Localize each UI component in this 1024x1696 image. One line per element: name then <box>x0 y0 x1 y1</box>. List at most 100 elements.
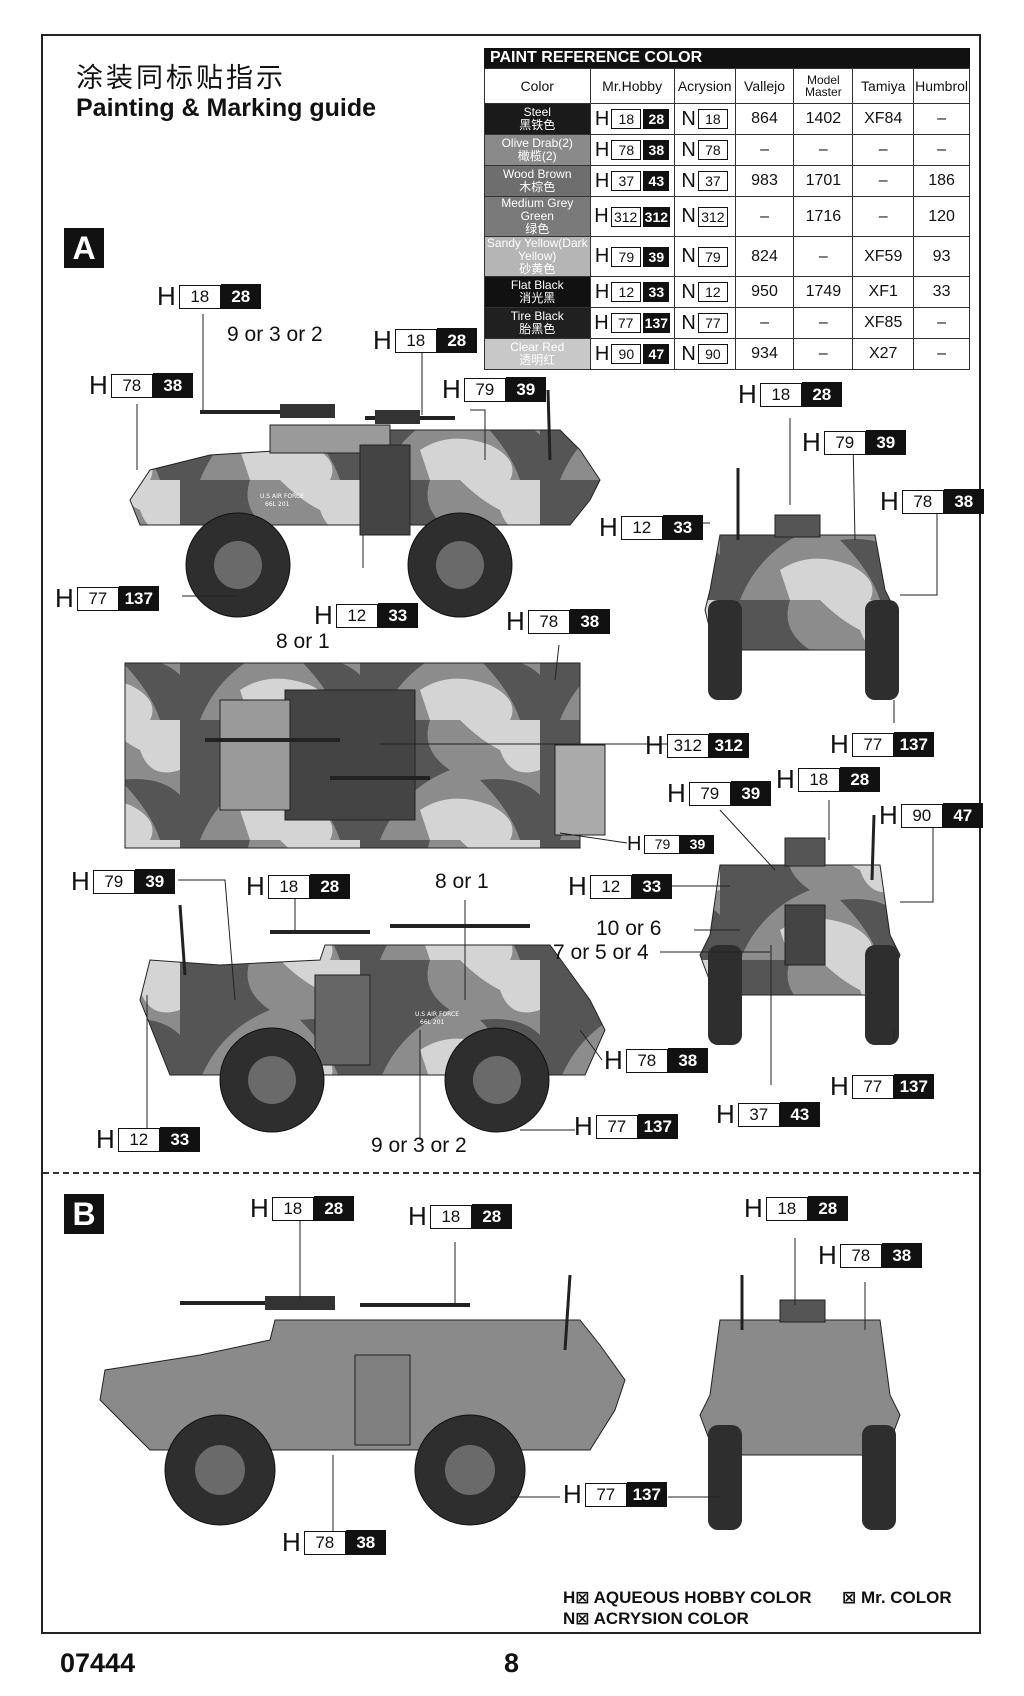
col-modelmaster: Model Master <box>793 68 854 104</box>
title-chinese: 涂装同标贴指示 <box>76 63 286 94</box>
legend-h-box-icon: ⊠ <box>575 1588 590 1607</box>
legend-aqueous: H⊠ AQUEOUS HOBBY COLOR <box>563 1588 812 1607</box>
vehicle-a-front-view <box>704 468 899 700</box>
paint-humbrol: 120 <box>913 196 970 237</box>
paint-tamiya: – <box>852 196 915 237</box>
marking-a2-line1: U.S AIR FORCE <box>415 1011 459 1018</box>
decal-note-8-1-a2: 8 or 1 <box>435 870 489 893</box>
decal-note-7-5-4: 7 or 5 or 4 <box>553 941 649 964</box>
paint-modelmaster: 1402 <box>793 103 854 135</box>
section-b-label: B <box>64 1194 104 1234</box>
paint-humbrol: – <box>913 338 970 370</box>
paint-tamiya: – <box>852 134 915 166</box>
decal-note-9-3-2-top: 9 or 3 or 2 <box>227 323 323 346</box>
paint-vallejo: 824 <box>734 236 795 277</box>
decal-note-10-6: 10 or 6 <box>596 917 662 940</box>
paint-tamiya: XF1 <box>852 276 915 308</box>
legend-acrysion: N⊠ ACRYSION COLOR <box>563 1609 749 1628</box>
vehicle-a-left-side: U.S AIR FORCE 66L 201 <box>129 389 601 618</box>
paint-color-name: Sandy Yellow(Dark Yellow)砂黄色 <box>484 236 591 277</box>
vehicle-b-side-view <box>99 1274 626 1526</box>
col-acrysion: Acrysion <box>673 68 736 104</box>
paint-modelmaster: 1716 <box>793 196 854 237</box>
leader-lines <box>136 314 938 1540</box>
paint-tamiya: XF84 <box>852 103 915 135</box>
paint-modelmaster: 1701 <box>793 165 854 197</box>
kit-number: 07444 <box>60 1648 136 1678</box>
paint-humbrol: 186 <box>913 165 970 197</box>
marking-a1-line1: U.S AIR FORCE <box>260 493 304 500</box>
legend-mr-color: ⊠ Mr. COLOR <box>842 1588 952 1607</box>
paint-reference-table: PAINT REFERENCE COLOR Color Mr.Hobby Acr… <box>484 48 970 370</box>
col-humbrol: Humbrol <box>913 68 970 104</box>
vehicle-a-rear-view <box>699 814 901 1045</box>
title-english: Painting & Marking guide <box>76 94 377 122</box>
decal-note-9-3-2-bottom: 9 or 3 or 2 <box>371 1134 467 1157</box>
paint-vallejo: – <box>734 196 795 237</box>
paint-table-header-row: Color Mr.Hobby Acrysion Vallejo Model Ma… <box>484 68 970 104</box>
col-tamiya: Tamiya <box>852 68 915 104</box>
paint-color-name: Olive Drab(2)橄榄(2) <box>484 134 591 166</box>
paint-tamiya: XF59 <box>852 236 915 277</box>
legend-mr-box-icon: ⊠ <box>842 1588 857 1607</box>
vehicle-a-right-side: U.S AIR FORCE 66L 201 <box>139 904 606 1133</box>
paint-modelmaster: – <box>793 134 854 166</box>
marking-a1-line2: 66L 201 <box>265 501 290 508</box>
col-vallejo: Vallejo <box>734 68 795 104</box>
paint-modelmaster: – <box>793 338 854 370</box>
paint-humbrol: 33 <box>913 276 970 308</box>
vehicle-b-front-view <box>699 1275 901 1530</box>
